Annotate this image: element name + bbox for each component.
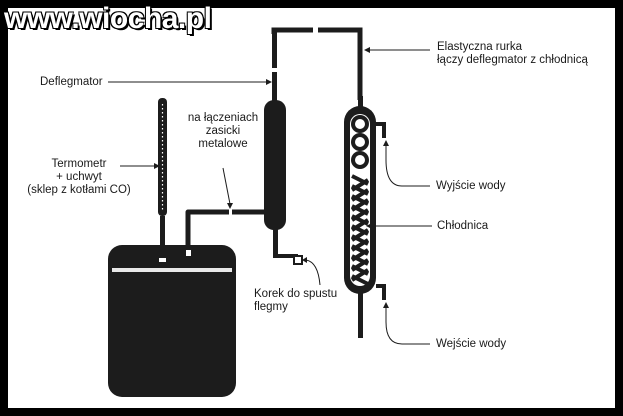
deflegmator <box>264 32 286 258</box>
tube-gap <box>313 27 318 34</box>
drain-cork <box>293 255 303 265</box>
label-drain-cork-line2: flegmy <box>254 301 288 313</box>
pointers <box>108 49 432 345</box>
label-water-out: Wyjście wody <box>436 180 506 192</box>
label-elastic-tube-line2: łączy deflegmator z chłodnicą <box>437 54 588 66</box>
label-deflegmator: Deflegmator <box>40 76 103 88</box>
condenser <box>344 96 386 338</box>
label-thermometer: Termometr + uchwyt (sklep z kotłami CO) <box>18 158 140 197</box>
label-metal-clamps-line3: metalowe <box>198 138 248 150</box>
watermark-logo: www.wiocha.pl <box>4 2 212 35</box>
flegma-drain-pipe <box>275 254 298 262</box>
label-water-in: Wejście wody <box>436 338 507 350</box>
boiler-pot <box>108 245 236 397</box>
label-elastic-tube-line1: Elastyczna rurka <box>437 41 523 53</box>
vapour-pipe <box>185 209 264 256</box>
label-thermometer-line2: + uchwyt <box>56 171 102 183</box>
label-condenser: Chłodnica <box>437 220 489 232</box>
label-metal-clamps-line1: na łączeniach <box>187 112 259 124</box>
label-drain-cork-line1: Korek do spustu <box>254 288 338 300</box>
label-thermometer-line1: Termometr <box>51 158 107 170</box>
label-metal-clamps-line2: zasicki <box>205 125 241 137</box>
label-metal-clamps: na łączeniach zasicki metalowe <box>180 112 266 151</box>
label-elastic-tube: Elastyczna rurka łączy deflegmator z chł… <box>437 41 588 67</box>
label-drain-cork: Korek do spustu flegmy <box>254 288 337 314</box>
thermometer <box>158 98 167 268</box>
metal-clamp-1 <box>229 208 232 217</box>
arrowheads <box>154 47 389 308</box>
label-thermometer-line3: (sklep z kotłami CO) <box>27 184 131 196</box>
flexible-tube <box>271 27 363 100</box>
